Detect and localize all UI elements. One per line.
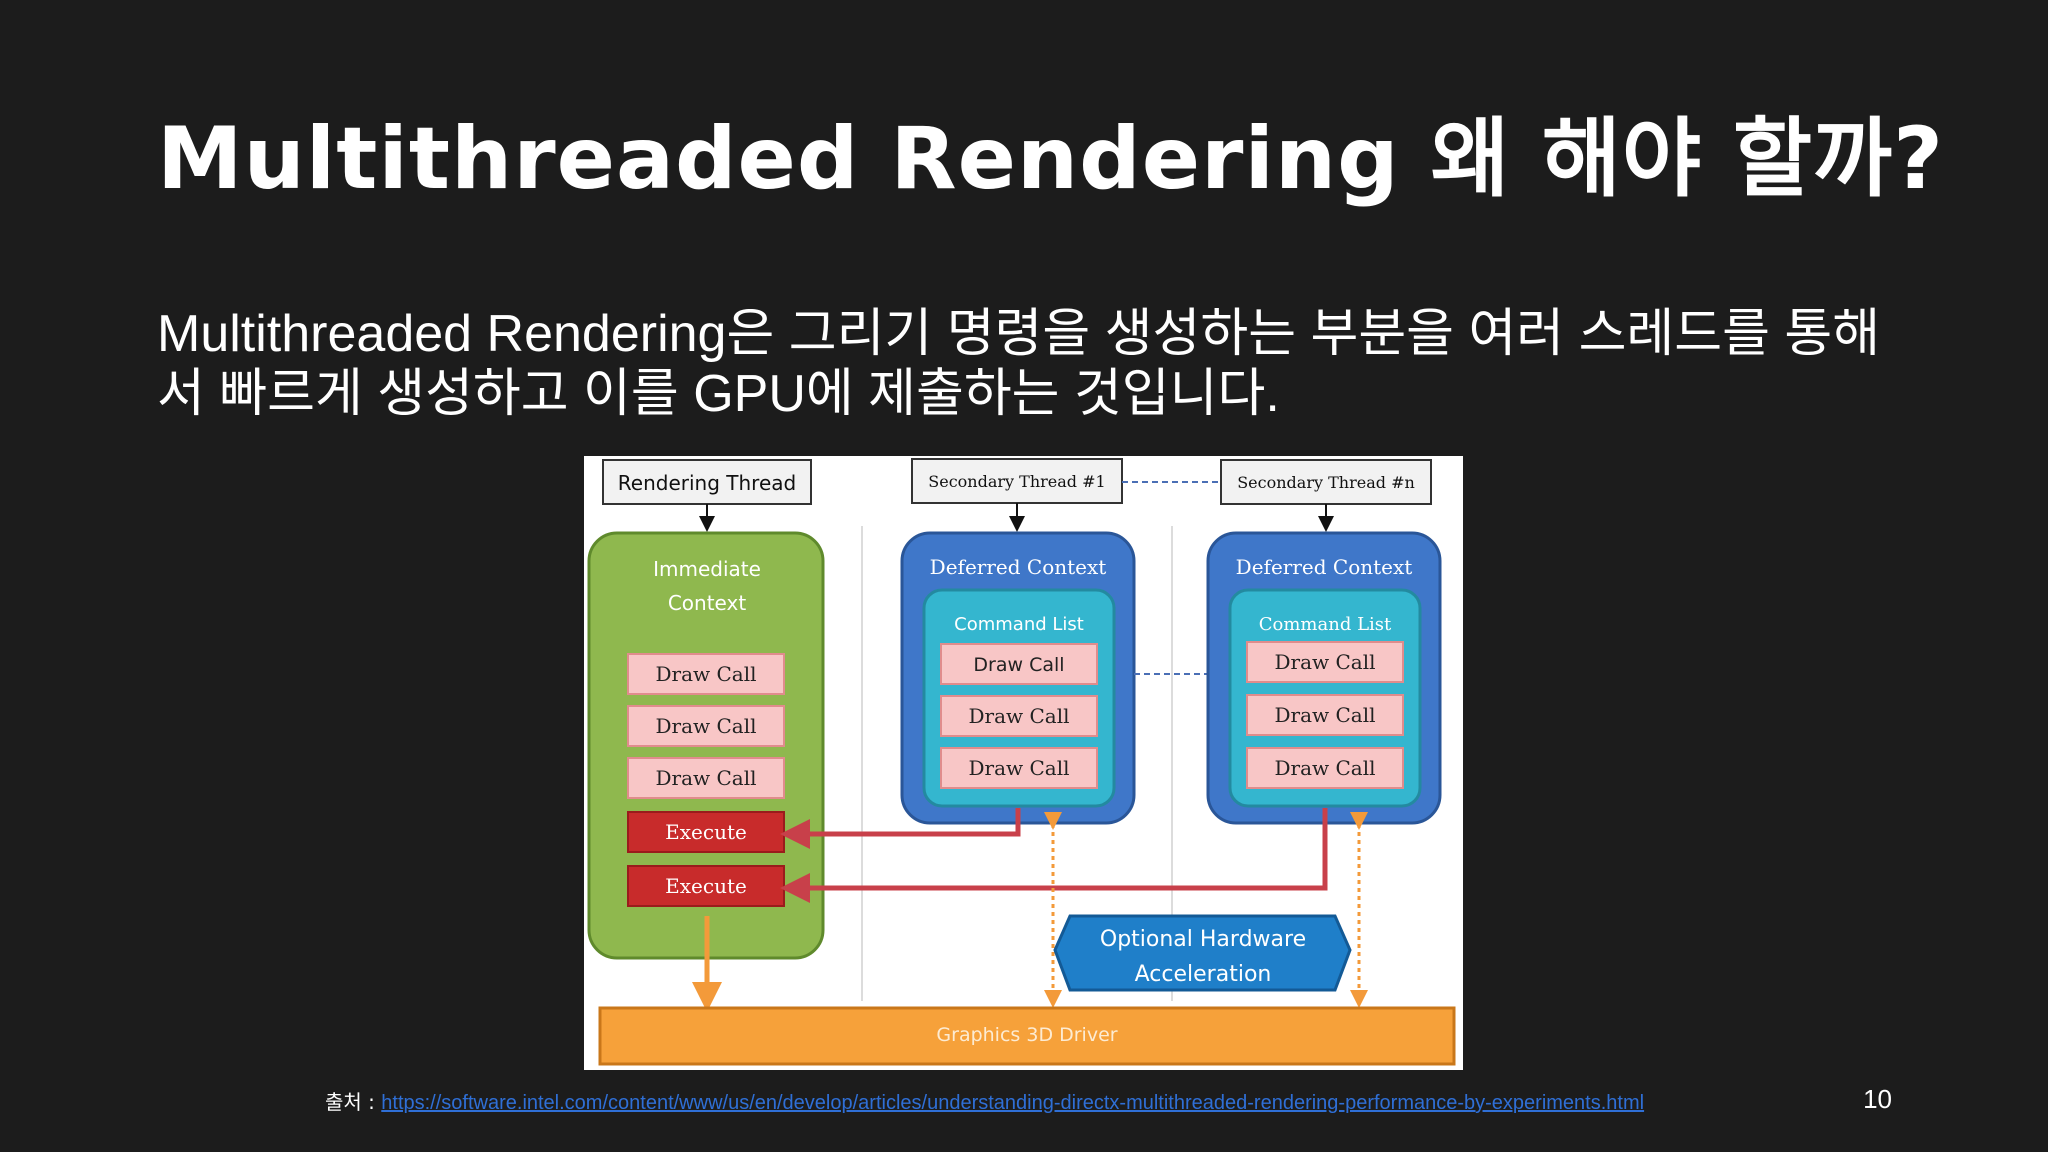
svg-text:Draw Call: Draw Call xyxy=(1274,650,1375,674)
execute-box: Execute xyxy=(627,811,785,853)
draw-call-box: Draw Call xyxy=(627,705,785,747)
svg-text:Execute: Execute xyxy=(665,874,747,898)
immediate-context-label-line1: Immediate xyxy=(653,557,761,581)
page-number: 10 xyxy=(1863,1084,1892,1114)
secondary-thread-1-box: Secondary Thread #1 xyxy=(911,458,1123,504)
source-link[interactable]: https://software.intel.com/content/www/u… xyxy=(381,1092,1645,1114)
deferred-context-1: Deferred Context Command List Draw Call … xyxy=(900,531,1136,825)
secondary-thread-n-label: Secondary Thread #n xyxy=(1237,473,1415,492)
svg-text:Command List: Command List xyxy=(1259,614,1392,635)
svg-text:Draw Call: Draw Call xyxy=(968,704,1069,728)
secondary-thread-n-box: Secondary Thread #n xyxy=(1220,459,1432,505)
svg-text:Acceleration: Acceleration xyxy=(1135,962,1272,987)
draw-call-box: Draw Call xyxy=(940,747,1098,789)
slide-body-text: Multithreaded Rendering은 그리기 명령을 생성하는 부분… xyxy=(157,305,1881,423)
svg-text:Draw Call: Draw Call xyxy=(655,766,756,790)
svg-text:Deferred Context: Deferred Context xyxy=(1236,555,1413,579)
svg-text:Draw Call: Draw Call xyxy=(968,756,1069,780)
source-label: 출처 : xyxy=(325,1090,382,1114)
graphics-3d-driver: Graphics 3D Driver xyxy=(598,1006,1456,1066)
svg-text:Draw Call: Draw Call xyxy=(655,662,756,686)
svg-text:Draw Call: Draw Call xyxy=(1274,703,1375,727)
source-citation: 출처 : https://software.intel.com/content/… xyxy=(325,1086,1644,1115)
svg-text:Deferred Context: Deferred Context xyxy=(930,555,1107,579)
draw-call-box: Draw Call xyxy=(627,653,785,695)
slide-title: Multithreaded Rendering 왜 해야 할까? xyxy=(157,109,1945,209)
draw-call-box: Draw Call xyxy=(1246,694,1404,736)
svg-text:Optional Hardware: Optional Hardware xyxy=(1100,927,1306,952)
immediate-context: Immediate Context Draw Call Draw Call Dr… xyxy=(587,531,825,960)
draw-call-box: Draw Call xyxy=(1246,641,1404,683)
draw-call-box: Draw Call xyxy=(1246,747,1404,789)
draw-call-box: Draw Call xyxy=(940,643,1098,685)
immediate-context-label-line2: Context xyxy=(668,591,747,615)
draw-call-box: Draw Call xyxy=(940,695,1098,737)
svg-text:Execute: Execute xyxy=(665,820,747,844)
draw-call-box: Draw Call xyxy=(627,757,785,799)
optional-hardware-acceleration: Optional Hardware Acceleration xyxy=(1053,914,1352,992)
multithreaded-rendering-diagram: Rendering Thread Secondary Thread #1 Sec… xyxy=(584,456,1463,1070)
svg-text:Graphics 3D Driver: Graphics 3D Driver xyxy=(936,1024,1117,1046)
secondary-thread-1-label: Secondary Thread #1 xyxy=(928,472,1105,491)
rendering-thread-box: Rendering Thread xyxy=(602,459,812,505)
svg-text:Draw Call: Draw Call xyxy=(1274,756,1375,780)
svg-text:Command List: Command List xyxy=(954,614,1084,635)
execute-box: Execute xyxy=(627,865,785,907)
svg-text:Draw Call: Draw Call xyxy=(655,714,756,738)
svg-text:Draw Call: Draw Call xyxy=(973,654,1064,676)
rendering-thread-label: Rendering Thread xyxy=(618,471,796,495)
deferred-context-n: Deferred Context Command List Draw Call … xyxy=(1206,531,1442,825)
